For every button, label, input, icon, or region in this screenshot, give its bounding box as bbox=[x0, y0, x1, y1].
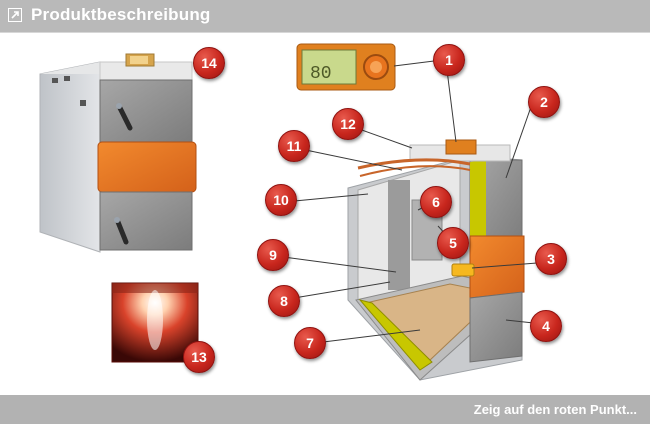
hotspot-label: 1 bbox=[445, 52, 453, 68]
hotspot-label: 3 bbox=[547, 251, 555, 267]
hotspot-label: 5 bbox=[449, 235, 457, 251]
hotspot-label: 9 bbox=[269, 247, 277, 263]
hotspot-11[interactable]: 11 bbox=[278, 130, 310, 162]
footer-bar: Zeig auf den roten Punkt... bbox=[0, 395, 650, 424]
hotspot-label: 14 bbox=[201, 55, 217, 71]
hotspot-12[interactable]: 12 bbox=[332, 108, 364, 140]
hotspot-1[interactable]: 1 bbox=[433, 44, 465, 76]
hotspot-9[interactable]: 9 bbox=[257, 239, 289, 271]
flame-photo bbox=[111, 282, 199, 363]
hotspot-label: 12 bbox=[340, 116, 356, 132]
hotspot-label: 7 bbox=[306, 335, 314, 351]
hotspot-5[interactable]: 5 bbox=[437, 227, 469, 259]
control-display: 80 bbox=[296, 43, 396, 91]
hotspot-label: 8 bbox=[280, 293, 288, 309]
hotspot-8[interactable]: 8 bbox=[268, 285, 300, 317]
boiler-closed bbox=[39, 53, 197, 253]
product-illustration: 80 bbox=[39, 43, 551, 381]
hotspot-2[interactable]: 2 bbox=[528, 86, 560, 118]
hotspot-7[interactable]: 7 bbox=[294, 327, 326, 359]
page-title: Produktbeschreibung bbox=[31, 5, 211, 24]
hotspot-3[interactable]: 3 bbox=[535, 243, 567, 275]
hotspot-label: 2 bbox=[540, 94, 548, 110]
hotspot-10[interactable]: 10 bbox=[265, 184, 297, 216]
external-link-arrow-icon bbox=[8, 8, 22, 22]
leader-lines bbox=[275, 59, 551, 345]
hotspot-label: 4 bbox=[542, 318, 550, 334]
hotspot-label: 13 bbox=[191, 349, 207, 365]
display-readout: 80 bbox=[310, 64, 332, 84]
hotspot-13[interactable]: 13 bbox=[183, 341, 215, 373]
boiler-cutaway bbox=[347, 139, 525, 381]
hotspot-label: 10 bbox=[273, 192, 289, 208]
hotspot-14[interactable]: 14 bbox=[193, 47, 225, 79]
hotspot-label: 6 bbox=[432, 194, 440, 210]
hotspot-label: 11 bbox=[286, 138, 302, 154]
hotspot-4[interactable]: 4 bbox=[530, 310, 562, 342]
footer-hint: Zeig auf den roten Punkt... bbox=[473, 402, 637, 417]
header-bar: Produktbeschreibung bbox=[0, 0, 650, 33]
hotspot-6[interactable]: 6 bbox=[420, 186, 452, 218]
